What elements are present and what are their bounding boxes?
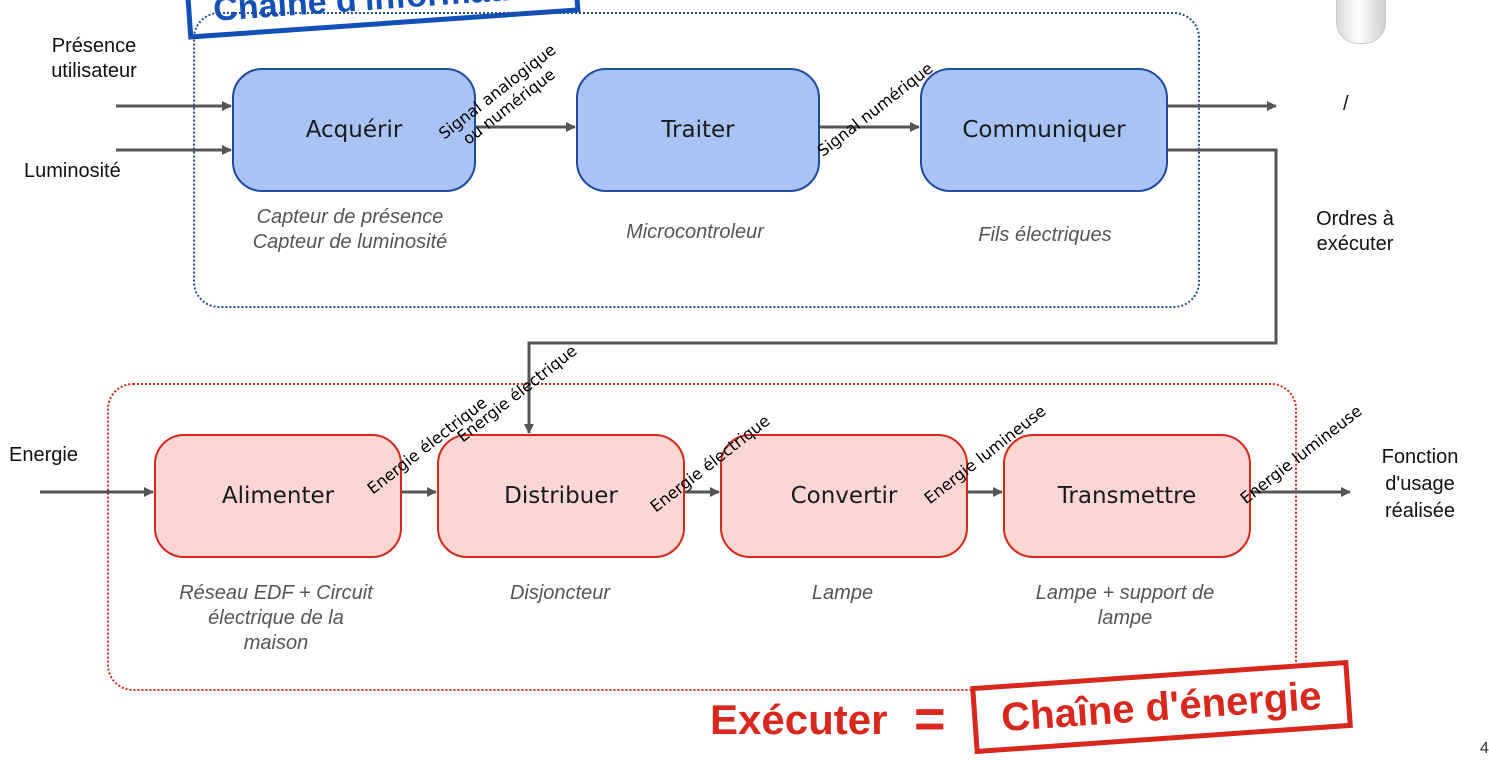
component-communiquer-line-1: Fils électriques bbox=[978, 224, 1112, 246]
energy-chain-zone bbox=[107, 383, 1297, 691]
block-acquerir-label: Acquérir bbox=[305, 117, 403, 143]
block-communiquer-label: Communiquer bbox=[962, 117, 1126, 143]
input-presence: Présence utilisateur bbox=[24, 34, 164, 84]
input-presence-line-1: Présence bbox=[51, 35, 137, 57]
component-convertir: Lampe bbox=[705, 581, 980, 606]
component-acquerir-line-2: Capteur de luminosité bbox=[252, 231, 448, 253]
orders-label-line-1: Ordres à bbox=[1316, 208, 1394, 230]
orders-label-line-2: exécuter bbox=[1316, 233, 1394, 255]
component-alimenter-line-1: Réseau EDF + Circuit bbox=[179, 582, 373, 604]
energy-input-text: Energie bbox=[9, 444, 78, 466]
energy-input-label: Energie bbox=[9, 443, 78, 468]
component-acquerir-line-1: Capteur de présence bbox=[256, 206, 444, 228]
block-alimenter: Alimenter bbox=[154, 434, 402, 558]
page-number-text: 4 bbox=[1480, 740, 1489, 757]
energy-output-line-1: Fonction bbox=[1381, 446, 1459, 468]
component-communiquer: Fils électriques bbox=[910, 223, 1180, 248]
page-number: 4 bbox=[1480, 740, 1489, 758]
component-traiter: Microcontroleur bbox=[560, 220, 830, 245]
output-slash: / bbox=[1343, 92, 1349, 117]
block-transmettre: Transmettre bbox=[1003, 434, 1251, 558]
component-alimenter: Réseau EDF + Circuit électrique de la ma… bbox=[126, 581, 426, 656]
component-alimenter-line-3: maison bbox=[243, 632, 309, 654]
component-traiter-line-1: Microcontroleur bbox=[626, 221, 764, 243]
equals-sign: = bbox=[914, 688, 946, 750]
block-traiter-label: Traiter bbox=[661, 117, 735, 143]
equals-sign-text: = bbox=[914, 689, 946, 749]
component-transmettre-line-2: lampe bbox=[1097, 607, 1153, 629]
energy-output-line-3: réalisée bbox=[1384, 500, 1456, 522]
block-acquerir: Acquérir bbox=[232, 68, 476, 192]
energy-output-line-2: d'usage bbox=[1385, 473, 1455, 495]
block-distribuer-label: Distribuer bbox=[504, 483, 618, 509]
input-luminosite-line-1: Luminosité bbox=[24, 160, 121, 182]
energy-chain-stamp-text: Chaîne d'énergie bbox=[999, 673, 1323, 741]
block-distribuer: Distribuer bbox=[437, 434, 685, 558]
component-distribuer: Disjoncteur bbox=[420, 581, 700, 606]
input-luminosite: Luminosité bbox=[24, 159, 121, 184]
component-transmettre-line-1: Lampe + support de bbox=[1035, 582, 1215, 604]
orders-label: Ordres à exécuter bbox=[1290, 207, 1420, 257]
component-distribuer-line-1: Disjoncteur bbox=[509, 582, 611, 604]
block-transmettre-label: Transmettre bbox=[1057, 483, 1197, 509]
component-convertir-line-1: Lampe bbox=[811, 582, 874, 604]
output-slash-text: / bbox=[1343, 93, 1349, 115]
arrow-orders-connector bbox=[524, 148, 1278, 434]
block-traiter: Traiter bbox=[576, 68, 820, 192]
block-alimenter-label: Alimenter bbox=[221, 483, 335, 509]
component-alimenter-line-2: électrique de la bbox=[208, 607, 344, 629]
component-transmettre: Lampe + support de lampe bbox=[985, 581, 1265, 631]
block-convertir-label: Convertir bbox=[790, 483, 898, 509]
execute-label: Exécuter bbox=[710, 696, 887, 744]
lamp-image bbox=[1336, 0, 1386, 44]
energy-output-label: Fonction d'usage réalisée bbox=[1355, 444, 1485, 525]
component-acquerir: Capteur de présence Capteur de luminosit… bbox=[200, 205, 500, 255]
info-chain-zone bbox=[193, 12, 1200, 308]
block-convertir: Convertir bbox=[720, 434, 968, 558]
block-communiquer: Communiquer bbox=[920, 68, 1168, 192]
input-presence-line-2: utilisateur bbox=[51, 60, 137, 82]
execute-label-text: Exécuter bbox=[710, 696, 888, 743]
